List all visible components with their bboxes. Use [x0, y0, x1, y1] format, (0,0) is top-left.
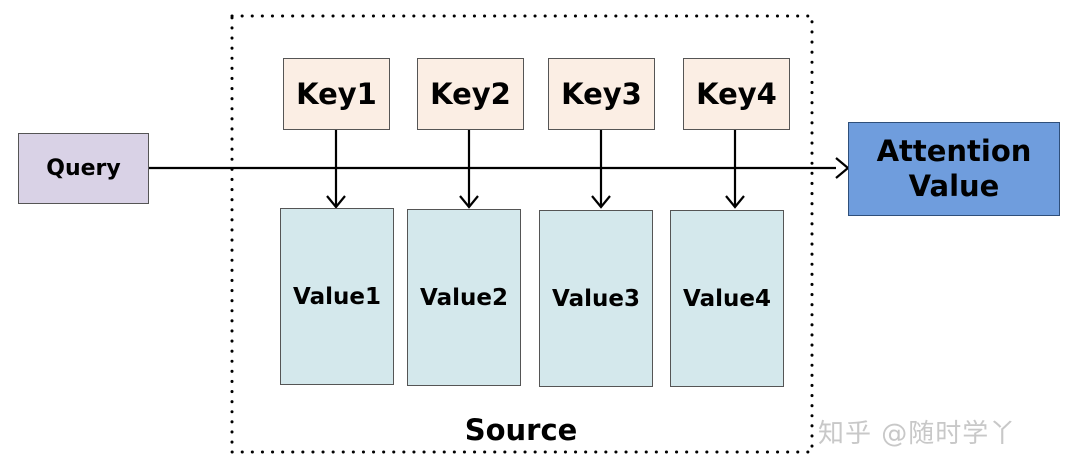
value3-label: Value3 — [552, 285, 640, 312]
key2-box: Key2 — [417, 58, 524, 130]
value1-box: Value1 — [280, 208, 394, 385]
watermark: 知乎 @随时学丫 — [818, 418, 1017, 449]
attention-label-line1: Attention — [876, 134, 1032, 168]
query-arrowhead — [835, 157, 850, 179]
query-box: Query — [18, 133, 149, 204]
key3-label: Key3 — [561, 77, 642, 111]
attention-label-line2: Value — [908, 169, 1000, 203]
key2-arrowhead — [459, 195, 479, 209]
key1-label: Key1 — [296, 77, 377, 111]
key4-label: Key4 — [696, 77, 777, 111]
value3-box: Value3 — [539, 210, 653, 387]
source-label: Source — [464, 413, 578, 447]
key1-box: Key1 — [283, 58, 390, 130]
value4-label: Value4 — [683, 285, 771, 312]
key1-arrowhead — [326, 195, 346, 209]
value4-box: Value4 — [670, 210, 784, 387]
value1-label: Value1 — [293, 283, 381, 310]
query-label: Query — [46, 156, 121, 181]
value2-box: Value2 — [407, 209, 521, 386]
key2-label: Key2 — [430, 77, 511, 111]
source-container — [230, 14, 814, 454]
key3-arrowhead — [591, 195, 611, 209]
attention-value-box: Attention Value — [848, 122, 1060, 216]
key3-box: Key3 — [548, 58, 655, 130]
key4-arrowhead — [725, 195, 745, 209]
key4-box: Key4 — [683, 58, 790, 130]
value2-label: Value2 — [420, 284, 508, 311]
